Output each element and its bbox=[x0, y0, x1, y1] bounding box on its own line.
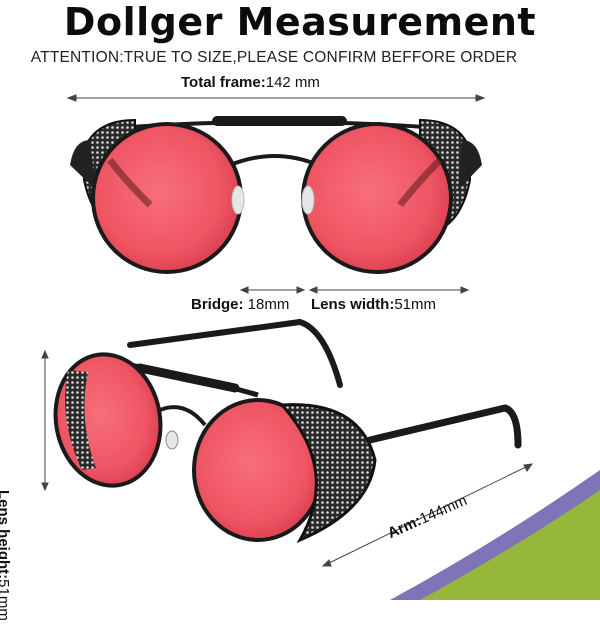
front-glasses bbox=[70, 116, 482, 274]
total-frame-value: 142 mm bbox=[265, 74, 320, 91]
page-title: Dollger Measurement bbox=[63, 0, 537, 44]
lens-height-measurement: Lens height:51mm bbox=[0, 490, 12, 630]
total-frame-label: Total frame: bbox=[181, 74, 266, 91]
total-frame-measurement: Total frame:142 mm bbox=[181, 74, 320, 91]
bridge-measurement: Bridge: 18mm bbox=[191, 296, 289, 313]
lens-width-measurement: Lens width:51mm bbox=[311, 296, 436, 313]
lens-height-dimension-line bbox=[41, 349, 49, 492]
bridge-dimension-line bbox=[239, 286, 306, 294]
product-illustration bbox=[41, 94, 600, 600]
arm-dimension-line bbox=[321, 463, 534, 567]
lens-width-dimension-line bbox=[308, 286, 470, 294]
attention-notice: ATTENTION:TRUE TO SIZE,PLEASE CONFIRM BE… bbox=[30, 49, 518, 66]
bridge-label: Bridge: bbox=[191, 296, 244, 313]
total-frame-dimension-line bbox=[66, 94, 486, 102]
corner-accent-graphic bbox=[390, 470, 600, 600]
lens-width-label: Lens width: bbox=[311, 296, 395, 313]
lens-height-value: 51mm bbox=[0, 579, 12, 621]
angled-glasses bbox=[53, 318, 522, 544]
lens-width-value: 51mm bbox=[394, 296, 437, 313]
bridge-value: 18mm bbox=[247, 296, 290, 313]
lens-height-label: Lens height: bbox=[0, 490, 12, 580]
